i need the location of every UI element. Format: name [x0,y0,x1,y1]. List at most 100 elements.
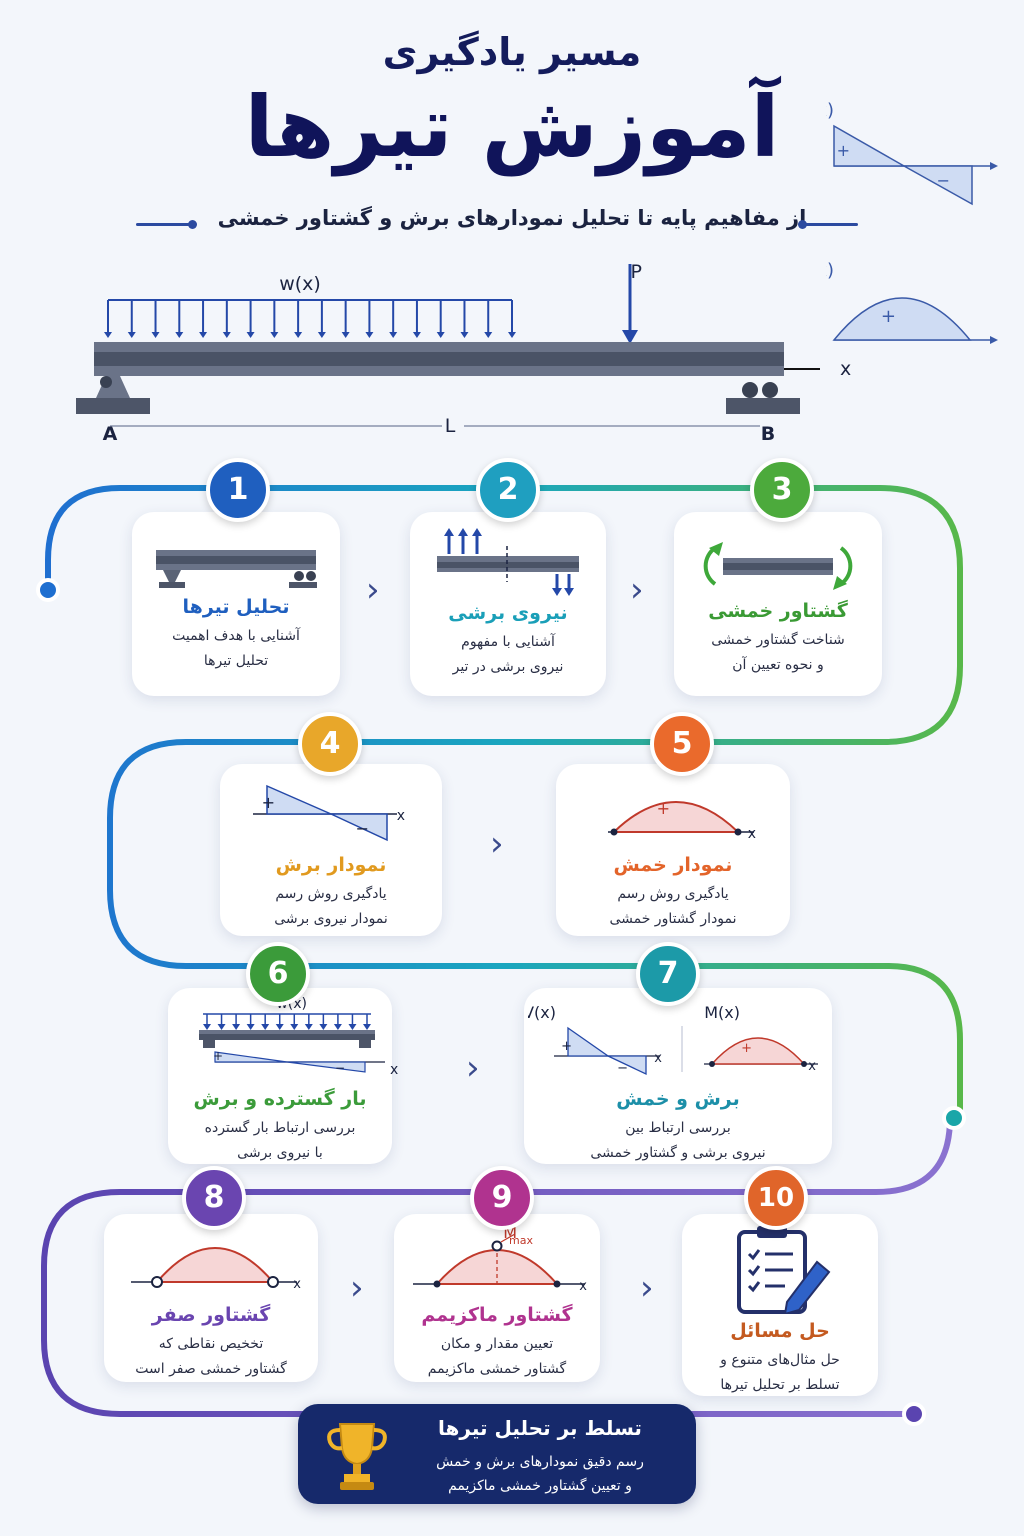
svg-text:−: − [335,1061,345,1075]
svg-text:−: − [937,171,950,190]
load-arrowhead [290,1024,299,1030]
svg-text:+: + [561,1039,572,1054]
load-arrowhead [348,1024,357,1030]
step-desc-1: تخخیص نقاطی که [158,1336,264,1352]
svg-text:x: x [808,1059,816,1074]
step-desc-1: یادگیری روش رسم [275,886,387,902]
load-arrowhead [333,1024,342,1030]
svg-text:+: + [741,1041,752,1056]
shear-diagram-icon: + − x [253,784,405,842]
load-arrowhead [261,1024,270,1030]
load-arrowhead [317,332,326,338]
svg-text:+: + [837,141,850,160]
load-arrowhead [246,332,255,338]
svg-text:V(x): V(x) [826,100,834,121]
step-badge-8: 8 [182,1166,246,1230]
chevron-icon: ‹ [350,1268,364,1308]
load-arrowhead [363,1024,371,1030]
subtitle-dot-right [798,220,807,229]
step-card-10[interactable]: حل مسائل حل مثال‌های متنوع و تسلط بر تحلی… [682,1214,878,1396]
step-badge-6: 6 [246,942,310,1006]
step-desc-1: آشنایی با هدف اهمیت [172,628,300,644]
step-title: گشتاور خمشی [708,600,848,622]
clipboard-pencil-icon [737,1226,831,1316]
step-desc-1: حل مثال‌های متنوع و [720,1352,840,1368]
step-desc-2: تحلیل تیرها [203,653,269,669]
step-title: تحلیل تیرها [182,596,290,618]
svg-text:M(x): M(x) [704,1003,740,1022]
point-load-label: P [631,261,642,283]
step-title: بار گسترده و برش [193,1088,367,1110]
distributed-load [104,300,516,338]
load-arrowhead [484,332,493,338]
step-desc-2: و نحوه تعیین آن [732,657,824,673]
load-arrowhead [127,332,136,338]
step-desc-1: یادگیری روش رسم [617,886,729,902]
load-arrowhead [175,332,184,338]
step-badge-4: 4 [298,712,362,776]
step-card-1[interactable]: تحلیل تیرها آشنایی با هدف اهمیت تحلیل تیر… [132,512,340,696]
support-b-base [726,398,800,414]
beam-top-flange [94,342,784,352]
step-badge-9: 9 [470,1166,534,1230]
step-card-4[interactable]: + − x نمودار برش یادگیری روش رسم نمودار ن… [220,764,442,936]
svg-text:+: + [262,793,275,812]
load-arrowhead [389,332,398,338]
step-badge-3: 3 [750,458,814,522]
load-arrowhead [460,332,469,338]
step-desc-2: با نیروی برشی [237,1145,323,1161]
load-arrowhead [270,332,279,338]
title-small: مسیر یادگیری [382,30,642,74]
step-desc-1: آشنایی با مفهوم [461,634,555,650]
shear-diagram-side: V(x) + − [826,100,998,206]
svg-text:x: x [293,1277,301,1292]
load-arrowhead [304,1024,313,1030]
beam-figure: w(x) P L A B [76,261,820,445]
step-desc-2: نمودار نیروی برشی [274,911,388,927]
subtitle-dot-left [188,220,197,229]
step-card-9[interactable]: M max x گشتاور ماکزیمم تعیین مقدار و مکا… [394,1214,600,1382]
load-arrowhead [275,1024,284,1030]
step-badge-10: 10 [744,1166,808,1230]
shear-moment-icon: V(x) + − x M(x) + x [523,1003,818,1076]
step-desc-2: تسلط بر تحلیل تیرها [720,1377,840,1393]
svg-text:−: − [617,1061,628,1076]
final-title: تسلط بر تحلیل تیرها [438,1416,642,1440]
moment-diagram-icon: + x [608,799,756,842]
step-badge-7: 7 [636,942,700,1006]
step-title: حل مسائل [730,1320,830,1342]
svg-text:max: max [509,1234,533,1247]
chevron-icon: ‹ [640,1268,654,1308]
svg-text:x: x [748,826,756,842]
chevron-icon: ‹ [630,570,644,610]
zero-moment-icon: x [131,1247,301,1292]
chevron-icon: ‹ [366,570,380,610]
step-card-6[interactable]: w(x) + − بار گسترده و برش بررسی ارتباط ب… [168,988,392,1164]
step-title: نمودار خمش [613,854,733,876]
chevron-icon: ‹ [490,824,504,864]
subtitle-line-right [800,223,858,226]
load-arrowhead [294,332,303,338]
length-label: L [445,415,456,437]
chevron-icon: ‹ [466,1048,480,1088]
step-badge-2: 2 [476,458,540,522]
step-title: نمودار برش [275,854,387,876]
load-arrowhead [508,332,516,338]
beam-icon [156,550,317,588]
step-desc-2: نیروی برشی در تیر [452,659,564,675]
shear-force-icon [437,528,579,596]
step-card-7[interactable]: V(x) + − x M(x) + x برش و خمش بررسی ارتب… [523,988,832,1164]
x-label: x [390,1062,399,1078]
load-label: w(x) [279,273,321,295]
step-desc-1: تعیین مقدار و مکان [440,1336,554,1352]
step-desc-1: بررسی ارتباط بار گسترده [204,1120,356,1136]
support-a-label: A [103,423,118,445]
step-badge-5: 5 [650,712,714,776]
svg-text:M(x): M(x) [826,260,834,281]
trophy-icon [327,1423,387,1490]
step-title: گشتاور ماکزیمم [421,1304,573,1326]
